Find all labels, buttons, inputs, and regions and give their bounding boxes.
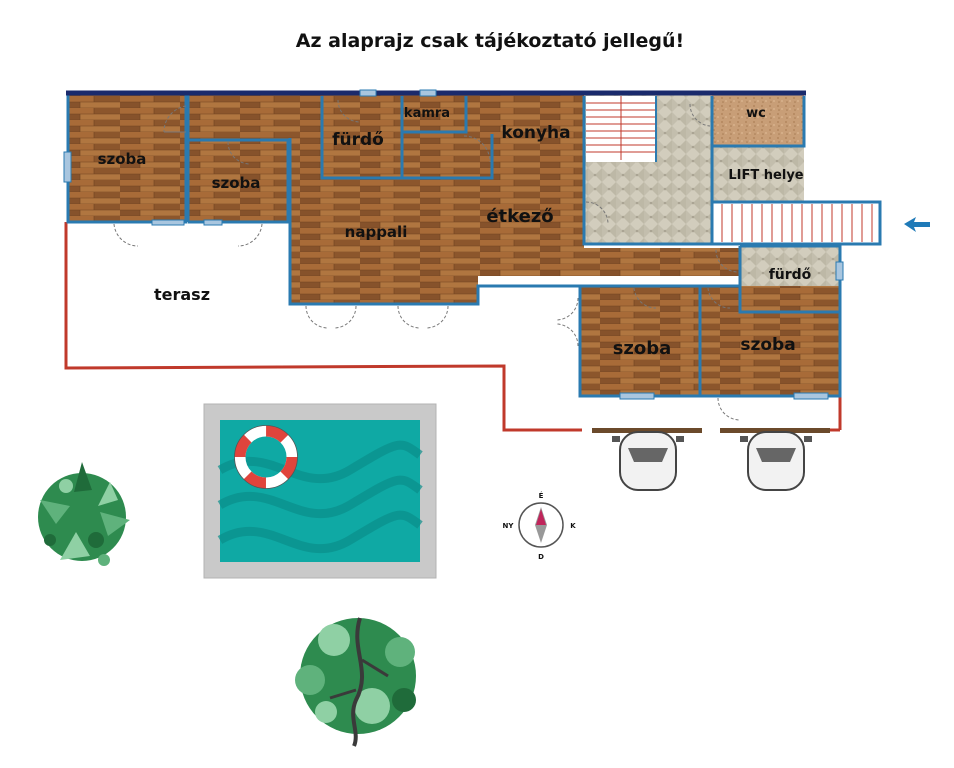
label-furdo-top: fürdő xyxy=(332,130,384,150)
room-labels: szoba szoba fürdő kamra konyha étkező na… xyxy=(98,106,812,359)
stairs-upper xyxy=(586,96,657,162)
car-icon xyxy=(612,431,684,491)
label-szoba-bottom-mid: szoba xyxy=(613,338,672,359)
label-etkezo: étkező xyxy=(486,206,553,227)
carports xyxy=(592,428,830,491)
compass-east: K xyxy=(570,522,576,530)
tree-icon xyxy=(295,617,416,747)
label-szoba-bottom-right: szoba xyxy=(740,335,795,355)
floors xyxy=(68,94,840,396)
label-nappali: nappali xyxy=(345,223,408,241)
doors xyxy=(113,99,741,421)
life-ring-icon xyxy=(234,425,298,489)
entrance-arrow-icon xyxy=(904,217,930,232)
compass-west: NY xyxy=(503,522,515,530)
compass-icon: É D NY K xyxy=(503,491,577,561)
pool xyxy=(203,403,437,579)
label-kamra: kamra xyxy=(404,106,450,121)
page-title: Az alaprajz csak tájékoztató jellegű! xyxy=(295,30,685,52)
car-icon xyxy=(740,431,812,491)
stairs-entrance xyxy=(710,200,882,246)
walls xyxy=(66,92,842,398)
compass-south: D xyxy=(538,553,544,561)
tree-icon xyxy=(38,462,130,566)
label-wc: wc xyxy=(746,106,766,121)
label-lift: LIFT helye xyxy=(728,168,803,183)
label-terasz: terasz xyxy=(154,285,210,304)
compass-north: É xyxy=(539,491,544,500)
label-konyha: konyha xyxy=(501,123,570,143)
windows xyxy=(63,89,844,400)
label-furdo-right: fürdő xyxy=(769,267,812,283)
label-szoba-small: szoba xyxy=(212,174,261,192)
label-szoba-top-left: szoba xyxy=(98,150,147,168)
